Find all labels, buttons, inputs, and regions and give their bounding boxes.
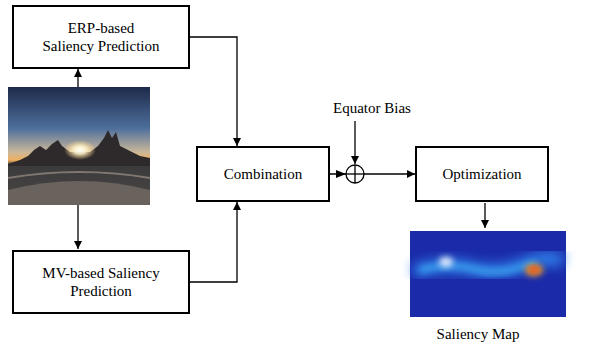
input-arrow	[77, 69, 78, 87]
saliency-map-image	[410, 231, 566, 317]
process-box: Optimization	[415, 146, 549, 202]
annotation-label: Saliency Map	[435, 325, 522, 343]
box-label: ERP-based Saliency Prediction	[41, 19, 161, 55]
input-arrow	[77, 205, 78, 249]
output-arrow	[484, 203, 485, 228]
process-box: Combination	[196, 146, 330, 202]
box-label: Combination	[224, 165, 302, 183]
bias-arrow	[354, 121, 355, 164]
process-box: ERP-based Saliency Prediction	[12, 5, 190, 69]
panorama-image	[8, 87, 150, 205]
sum-symbol	[336, 165, 364, 183]
flow-arrow	[190, 202, 237, 282]
box-label: MV-based Saliency Prediction	[31, 264, 171, 300]
annotation-label: Equator Bias	[331, 99, 413, 117]
flow-arrow	[190, 37, 237, 146]
box-label: Optimization	[442, 165, 521, 183]
process-box: MV-based Saliency Prediction	[12, 250, 190, 314]
